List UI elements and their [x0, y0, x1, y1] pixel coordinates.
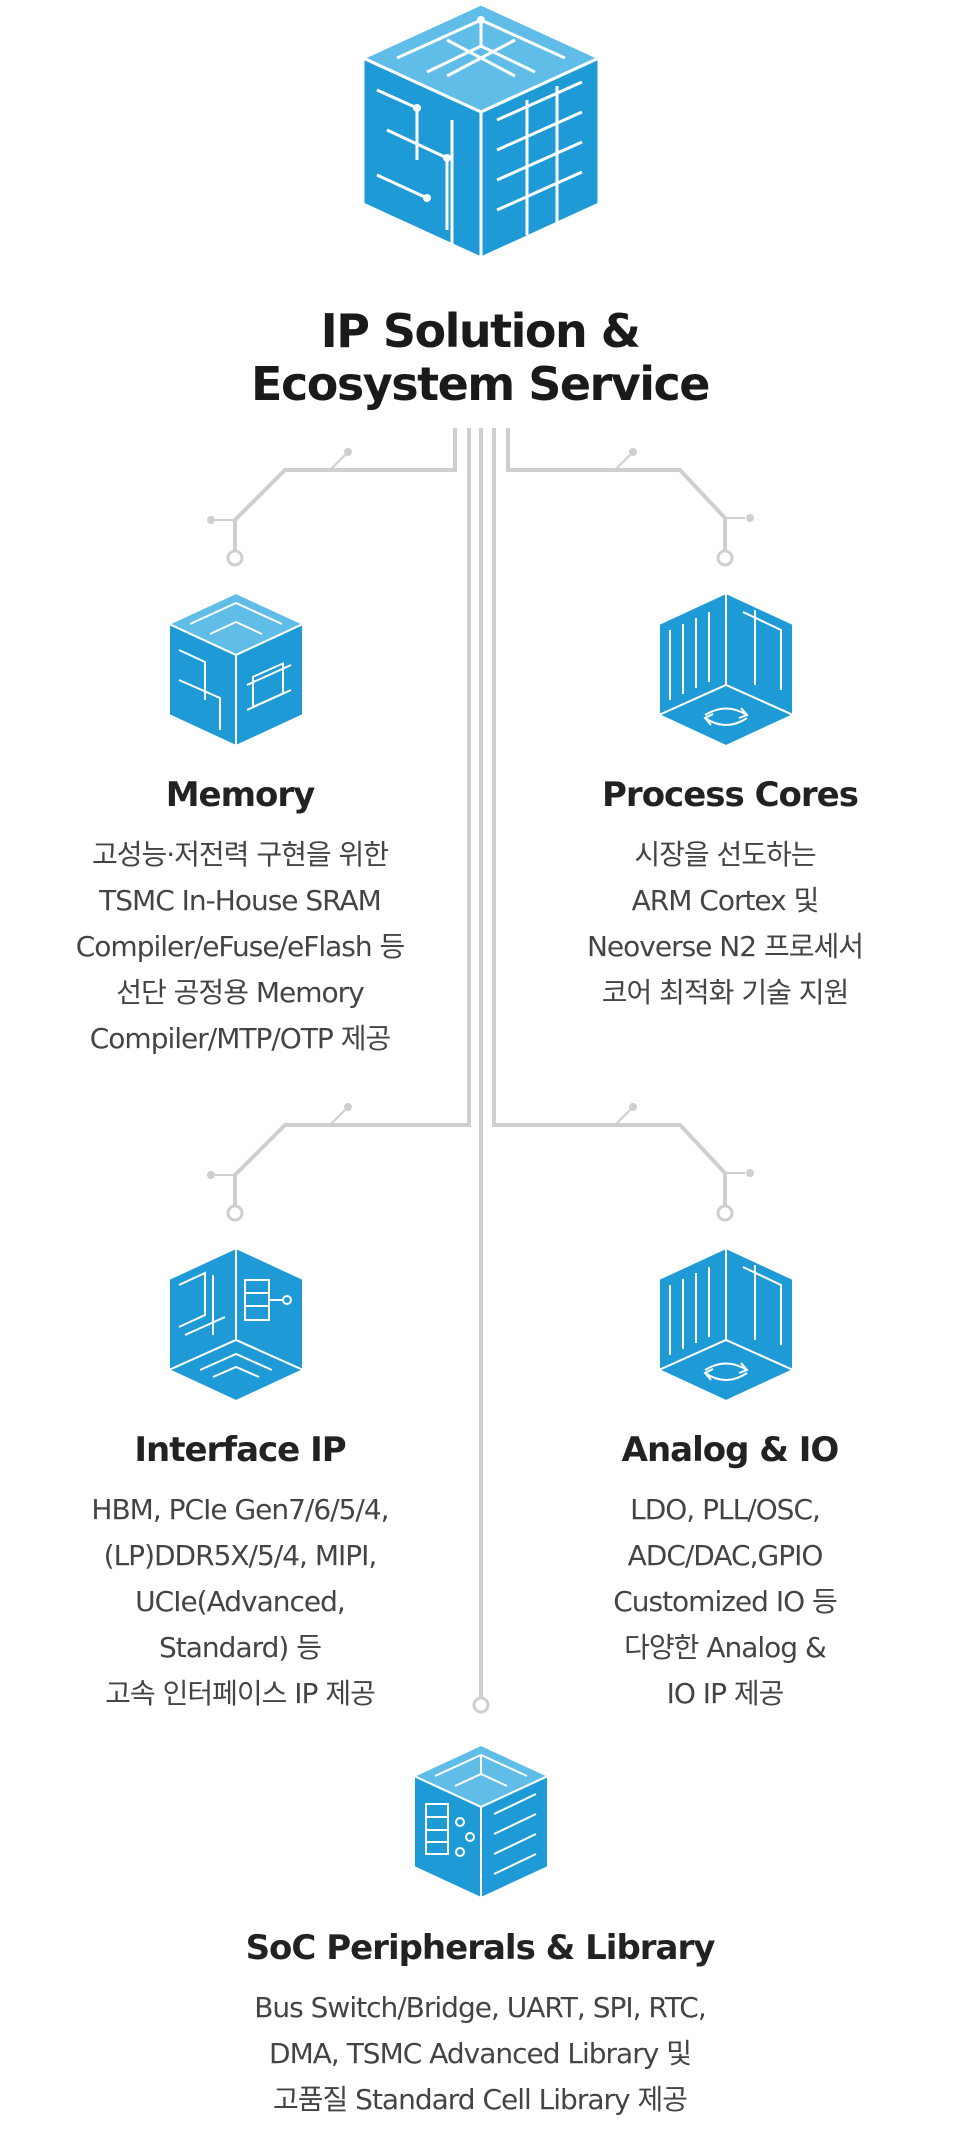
ip-solution-cube-icon	[359, 2, 603, 261]
process-cores-title: Process Cores	[602, 775, 859, 815]
soc-peripherals-title: SoC Peripherals & Library	[245, 1928, 716, 1968]
desc-line: 다양한 Analog &	[624, 1631, 827, 1664]
desc-line: 고성능·저전력 구현을 위한	[91, 838, 389, 871]
interface-cube-icon	[166, 1246, 306, 1403]
desc-line: ARM Cortex 및	[631, 884, 820, 917]
chip-cube-icon	[166, 591, 306, 748]
desc-line: Compiler/eFuse/eFlash 등	[75, 930, 406, 963]
desc-line: UCIe(Advanced,	[135, 1585, 346, 1618]
desc-line: DMA, TSMC Advanced Library 및	[269, 2037, 692, 2070]
title-line-1: IP Solution &	[320, 304, 641, 358]
arrows-cube-icon	[656, 1246, 796, 1403]
desc-line: IO IP 제공	[666, 1677, 785, 1710]
desc-line: Standard) 등	[159, 1631, 322, 1664]
desc-line: 고속 인터페이스 IP 제공	[105, 1677, 376, 1710]
desc-line: Compiler/MTP/OTP 제공	[89, 1022, 392, 1055]
memory-title: Memory	[165, 775, 316, 815]
soc-peripherals-description: Bus Switch/Bridge, UART, SPI, RTC, DMA, …	[130, 1985, 830, 2123]
desc-line: Bus Switch/Bridge, UART, SPI, RTC,	[254, 1991, 707, 2024]
desc-line: LDO, PLL/OSC,	[630, 1493, 821, 1526]
analog-io-description: LDO, PLL/OSC, ADC/DAC,GPIO Customized IO…	[525, 1487, 925, 1717]
interface-ip-title: Interface IP	[134, 1430, 346, 1470]
memory-description: 고성능·저전력 구현을 위한 TSMC In-House SRAM Compil…	[40, 832, 440, 1062]
library-cube-icon	[411, 1743, 551, 1900]
arrows-cube-icon	[656, 591, 796, 748]
title-line-2: Ecosystem Service	[251, 357, 710, 411]
analog-io-title: Analog & IO	[621, 1430, 840, 1470]
desc-line: 선단 공정용 Memory	[116, 976, 364, 1009]
desc-line: 고품질 Standard Cell Library 제공	[272, 2083, 688, 2116]
page-title: IP Solution & Ecosystem Service	[0, 305, 960, 411]
desc-line: HBM, PCIe Gen7/6/5/4,	[91, 1493, 389, 1526]
desc-line: TSMC In-House SRAM	[99, 884, 382, 917]
process-cores-description: 시장을 선도하는 ARM Cortex 및 Neoverse N2 프로세서 코…	[525, 832, 925, 1016]
desc-line: Neoverse N2 프로세서	[586, 930, 864, 963]
desc-line: Customized IO 등	[613, 1585, 838, 1618]
desc-line: (LP)DDR5X/5/4, MIPI,	[103, 1539, 378, 1572]
interface-ip-description: HBM, PCIe Gen7/6/5/4, (LP)DDR5X/5/4, MIP…	[40, 1487, 440, 1717]
desc-line: 시장을 선도하는	[634, 838, 816, 871]
desc-line: ADC/DAC,GPIO	[627, 1539, 824, 1572]
desc-line: 코어 최적화 기술 지원	[601, 976, 850, 1009]
